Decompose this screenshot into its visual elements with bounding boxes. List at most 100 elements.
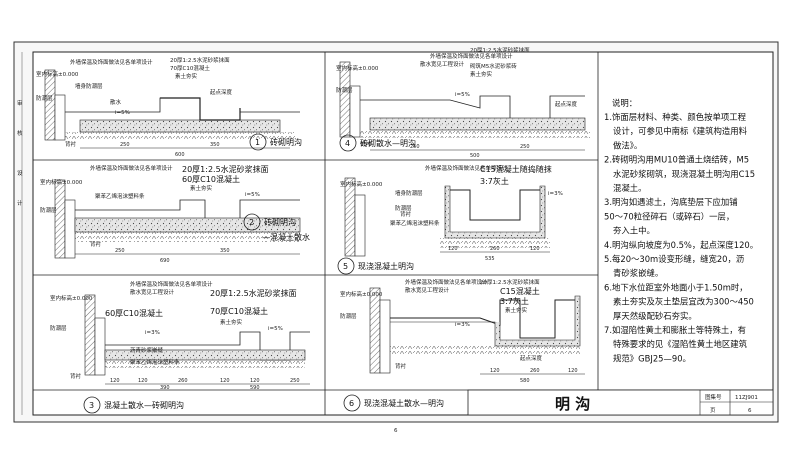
drawing-label: 外墙保温及饰面做法见各单项设计 [70, 58, 153, 66]
drawing-label: 20厚1:2.5水泥砂浆抹面 [480, 278, 540, 286]
drawing-label: 背衬 [65, 140, 77, 148]
note-line: 厚天然级配砂石夯实。 [613, 311, 697, 321]
detail-2: 外墙保温及饰面做法见各单项设计 20厚1:2.5水泥砂浆抹面 60厚C10混凝土… [40, 164, 310, 264]
drawing-label: 590 [250, 385, 260, 391]
drawing-label: 260 [178, 378, 188, 384]
drawing-label: 砖砌明沟 [264, 217, 296, 227]
detail-6: 外墙保温及饰面做法见各单项设计 散水宽见工程设计 20厚1:2.5水泥砂浆抹面 … [340, 278, 585, 412]
drawing-label: C15混凝土随捣随抹 [480, 164, 552, 174]
drawing-label: 背衬 [395, 362, 407, 370]
sheet-title: 明 沟 [555, 395, 590, 413]
drawing-label: 防潮层 [395, 204, 412, 212]
drawing-label: i=3% [145, 330, 160, 336]
drawing-label: 70厚C10混凝土 [210, 306, 268, 316]
drawing-label: 素土夯实 [505, 306, 528, 314]
title-block: 明 沟 图集号 11ZJ901 页 6 [467, 389, 774, 416]
drawing-label: 防潮层 [50, 324, 67, 332]
drawing-label: 散水宽见工程设计 [420, 60, 465, 68]
drawing-label: 聚苯乙烯泡沫塑料条 [130, 358, 180, 366]
detail-6-badge [343, 394, 361, 412]
drawing-label: 250 [520, 144, 530, 150]
drawing-label: 350 [210, 142, 220, 148]
detail-3-badge [83, 396, 101, 414]
note-line: 50～70粒径碎石（或碎石）一层， [604, 211, 734, 221]
drawing-label: 现浇混凝土明沟 [358, 261, 414, 271]
drawing-label: 起点深度 [210, 88, 233, 96]
drawing-label: 580 [520, 378, 530, 384]
drawing-label: C15混凝土 [500, 286, 540, 296]
drawing-label: 120 [530, 246, 540, 252]
note-line: 特殊要求的见《湿陷性黄土地区建筑 [613, 339, 748, 349]
drawing-label: 260 [490, 246, 500, 252]
drawing-label: 4 [345, 139, 350, 148]
note-line: 素土夯实及灰土垫层宜改为300～450 [613, 297, 754, 307]
left-margin-marks: 审 核 设 计 [17, 99, 23, 207]
note-line: 3.明沟如遇滤土，沟底垫层下应加铺 [604, 197, 738, 207]
drawing-label: 5 [343, 262, 348, 271]
drawing-label: 60厚C10混凝土 [182, 174, 240, 184]
drawing-label: 250 [115, 248, 125, 254]
drawing-label: 1 [255, 138, 260, 147]
drawing-label: 535 [485, 256, 495, 262]
note-line: 混凝土。 [613, 183, 647, 193]
drawing-label: 外墙保温及饰面做法见各单项设计 [90, 164, 173, 172]
drawing-label: 20厚1:2.5水泥砂浆抹面 [182, 164, 269, 174]
drawing-label: i=5% [245, 192, 260, 198]
note-line: 规范》GBJ25—90。 [613, 353, 691, 363]
drawing-label: 120 [110, 378, 120, 384]
drawing-label: 混凝土散水—砖砌明沟 [104, 400, 184, 410]
drawing-label: 图集号 [705, 393, 722, 401]
detail-2-badge [243, 213, 261, 231]
note-line: 水泥砂浆砌筑，现浇混凝土明沟用C15 [613, 169, 755, 179]
note-line: 设计，可参见中南标《建筑构造用料 [613, 126, 748, 136]
drawing-label: i=3% [455, 322, 470, 328]
drawing-label: 室内标高±0.000 [40, 178, 83, 186]
drawing-label: 页 [710, 407, 716, 414]
drawing-label: 3:7灰土 [500, 296, 529, 306]
drawing-label: 室内标高±0.000 [340, 290, 383, 298]
drawing-label: 120 [448, 246, 458, 252]
drawing-label: 沥青砂浆嵌缝 [130, 346, 164, 354]
drawing-label: 600 [175, 152, 185, 158]
drawing-label: 3 [89, 401, 94, 410]
drawing-label: 外墙保温及饰面做法见各单项设计 [425, 164, 508, 172]
detail-1: 外墙保温及饰面做法见各单项设计 20厚1:2.5水泥砂浆抹面 70厚C10混凝土… [36, 56, 302, 158]
drawing-label: 120 [250, 378, 260, 384]
drawing-label: 防潮层 [340, 312, 357, 320]
drawing-label: i=3% [548, 191, 563, 197]
drawing-label: 素土夯实 [470, 70, 493, 78]
drawing-label: 20厚1:2.5水泥砂浆抹面 [210, 288, 297, 298]
drawing-label: 390 [160, 385, 170, 391]
drawing-label: 墙身防潮层 [75, 82, 103, 90]
drawing-label: 350 [220, 248, 230, 254]
detail-5-badge [337, 257, 355, 275]
drawing-label: 背衬 [70, 372, 82, 380]
drawing-label: 11ZJ901 [735, 395, 758, 401]
drawing-label: 散水 [110, 98, 122, 106]
note-line: 夯入土中。 [613, 226, 655, 236]
drawing-label: 6 [349, 399, 354, 408]
notes-panel: 说明： 1.饰面层材料、种类、颜色按单项工程设计，可参见中南标《建筑构造用料做法… [604, 98, 758, 363]
drawing-label: 砌筑M5水泥砂浆砖 [470, 62, 517, 70]
detail-4-badge [339, 134, 357, 152]
drawing-label: 外墙保温及饰面做法见各单项设计 [405, 278, 488, 286]
note-line: 做法》。 [613, 140, 642, 150]
drawing-label: 室内标高±0.000 [36, 70, 79, 78]
drawing-label: 室内标高±0.000 [50, 294, 93, 302]
drawing-label: 起点深度 [520, 354, 543, 362]
drawing-label: 690 [160, 258, 170, 264]
detail-5: 外墙保温及饰面做法见各单项设计 C15混凝土随捣随抹 3:7灰土 墙身防潮层 室… [337, 164, 563, 275]
drawing-label: 防潮层 [36, 94, 53, 102]
drawing-label: 核 [17, 129, 23, 137]
drawing-label: 20厚1:2.5水泥砂浆抹面 [170, 56, 230, 64]
drawing-label: 2 [249, 218, 254, 227]
note-line: 1.饰面层材料、种类、颜色按单项工程 [604, 112, 747, 122]
drawing-label: 120 [490, 368, 500, 374]
drawing-label: 素土夯实 [175, 72, 198, 80]
drawing-label: 计 [17, 199, 23, 207]
drawing-label: 起点深度 [555, 100, 578, 108]
note-line: 2.砖砌明沟用MU10普通土烧结砖，M5 [604, 155, 749, 165]
drawing-label: 背衬 [360, 140, 372, 148]
drawing-label: i=5% [115, 110, 130, 116]
